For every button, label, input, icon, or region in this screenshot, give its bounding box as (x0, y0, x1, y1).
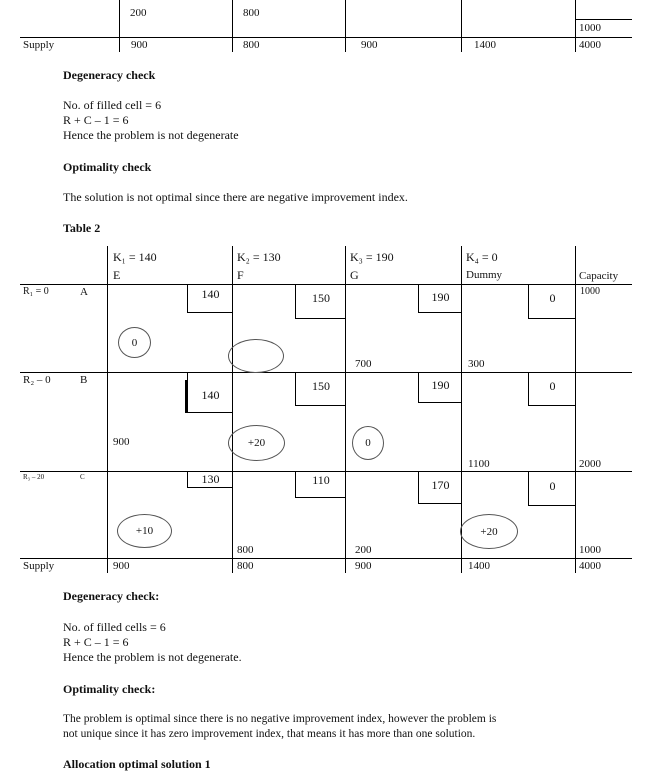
supply-value: 800 (243, 39, 260, 51)
improvement-index-b-f: +20 (228, 425, 285, 461)
allocation-c-f: 800 (237, 544, 254, 556)
rc-line: R + C – 1 = 6 (63, 113, 129, 127)
cell-value: 800 (243, 7, 260, 19)
cell-value: 1000 (579, 22, 601, 34)
row-potential-c: R₃ – 20 (23, 473, 45, 481)
row-name-c: C (80, 473, 85, 481)
improvement-index-b-g: 0 (352, 426, 384, 460)
col-potential-f: K₂ = 130 (237, 250, 281, 264)
optimality-heading-2: Optimality check: (63, 682, 156, 696)
optimality-text: The solution is not optimal since there … (63, 190, 408, 204)
table-title: Table 2 (63, 221, 101, 235)
row-name-a: A (80, 286, 88, 298)
col-name-g: G (350, 268, 359, 282)
rc-line-2: R + C – 1 = 6 (63, 635, 129, 649)
allocation-heading: Allocation optimal solution 1 (63, 757, 211, 771)
cost-box-b-g: 190 (418, 372, 462, 403)
optimality-text-line-1: The problem is optimal since there is no… (63, 713, 497, 725)
allocation-b-e: 900 (113, 436, 130, 448)
degeneracy-conclusion-2: Hence the problem is not degenerate. (63, 650, 242, 664)
supply-value: 900 (131, 39, 148, 51)
supply-value: 900 (361, 39, 378, 51)
supply-value: 900 (113, 560, 130, 572)
improvement-index-c-dummy: +20 (460, 514, 518, 549)
col-name-f: F (237, 268, 244, 282)
cost-box-a-dummy: 0 (528, 284, 576, 319)
supply-label: Supply (23, 39, 55, 51)
filled-cells-line: No. of filled cell = 6 (63, 98, 162, 112)
row-name-b: B (80, 374, 88, 386)
col-potential-g: K₃ = 190 (350, 250, 394, 264)
row-potential-a: R₁ = 0 (23, 286, 49, 297)
col-potential-dummy: K₄ = 0 (466, 250, 498, 264)
cost-box-c-g: 170 (418, 471, 462, 504)
col-name-e: E (113, 268, 121, 282)
allocation-c-g: 200 (355, 544, 372, 556)
optimality-text-line-2: not unique since it has zero improvement… (63, 728, 476, 740)
cost-box-b-dummy: 0 (528, 372, 576, 406)
capacity-label: Capacity (579, 270, 619, 282)
optimality-heading: Optimality check (63, 160, 152, 174)
cost-box-b-f: 150 (295, 372, 346, 406)
cost-box-a-g: 190 (418, 284, 462, 313)
cost-box-a-f: 150 (295, 284, 346, 319)
supply-label: Supply (23, 560, 55, 572)
cost-box-c-dummy: 0 (528, 471, 576, 506)
cost-box-b-e: 140 (187, 372, 233, 413)
filled-cells-line-2: No. of filled cells = 6 (63, 620, 166, 634)
capacity-a: 1000 (580, 286, 600, 297)
supply-value: 4000 (579, 560, 601, 572)
col-potential-e: K₁ = 140 (113, 250, 157, 264)
supply-value: 800 (237, 560, 254, 572)
allocation-b-dummy: 1100 (468, 458, 490, 470)
col-name-dummy: Dummy (466, 269, 503, 281)
cost-box-c-e: 130 (187, 471, 233, 488)
improvement-index-a-f (228, 339, 284, 373)
improvement-index-c-e: +10 (117, 514, 172, 548)
cell-value: 200 (130, 7, 147, 19)
degeneracy-heading: Degeneracy check (63, 68, 156, 82)
allocation-a-dummy: 300 (468, 358, 485, 370)
cost-box-a-e: 140 (187, 284, 233, 313)
allocation-a-g: 700 (355, 358, 372, 370)
degeneracy-conclusion: Hence the problem is not degenerate (63, 128, 239, 142)
row-potential-b: R₂ – 0 (23, 374, 51, 386)
supply-value: 4000 (579, 39, 601, 51)
capacity-b: 2000 (579, 458, 601, 470)
supply-value: 900 (355, 560, 372, 572)
improvement-index-a-e: 0 (118, 327, 151, 358)
cost-box-c-f: 110 (295, 471, 346, 498)
capacity-c: 1000 (579, 544, 601, 556)
supply-value: 1400 (474, 39, 496, 51)
supply-value: 1400 (468, 560, 490, 572)
degeneracy-heading-2: Degeneracy check: (63, 589, 160, 603)
